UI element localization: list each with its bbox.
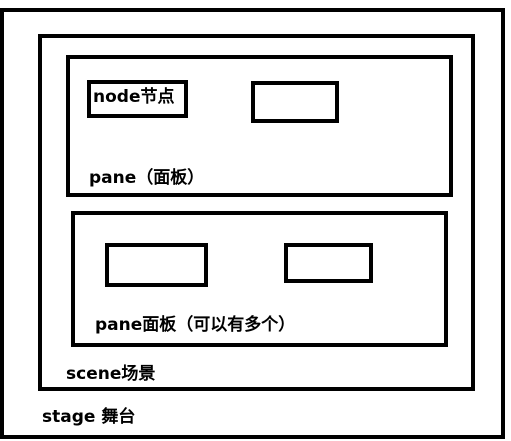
node-box-1 xyxy=(87,80,188,118)
node-box-4 xyxy=(284,243,373,283)
pane-box-1 xyxy=(66,55,453,197)
pane-label-2: pane面板（可以有多个） xyxy=(95,315,296,335)
node-box-2 xyxy=(251,81,339,123)
node-label: node节点 xyxy=(93,87,175,107)
scene-label: scene场景 xyxy=(66,364,156,384)
stage-label: stage 舞台 xyxy=(42,407,136,427)
pane-label-1: pane（面板） xyxy=(89,168,205,188)
node-box-3 xyxy=(105,243,208,287)
